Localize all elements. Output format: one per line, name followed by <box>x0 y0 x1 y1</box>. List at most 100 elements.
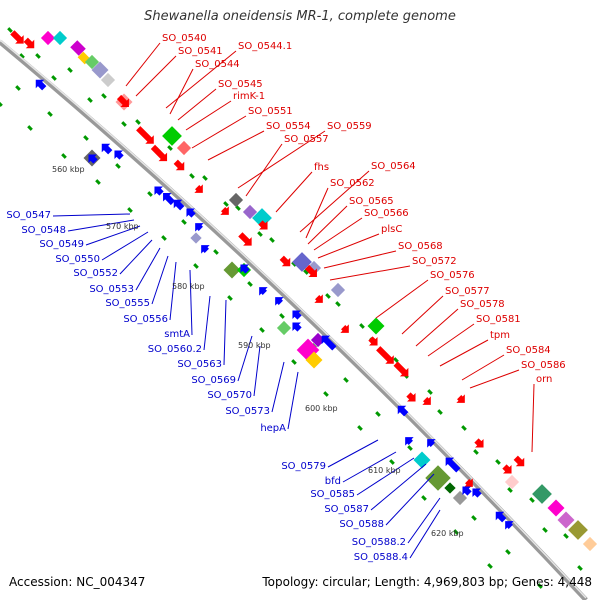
reverse-gene-arrow <box>154 186 164 196</box>
ruler-label: 560 kbp <box>52 165 85 174</box>
forward-gene-arrow <box>279 255 291 267</box>
topology-label: Topology: circular; Length: 4,969,803 bp… <box>262 575 592 589</box>
tick-mark <box>213 249 219 255</box>
reverse-gene-label: SO_0553 <box>89 284 134 295</box>
reverse-label-leader <box>407 497 441 544</box>
reverse-label-leader <box>203 295 211 351</box>
forward-gene-arrow <box>368 336 378 346</box>
forward-gene-arrow <box>238 232 252 246</box>
ruler-label: 600 kbp <box>305 404 338 413</box>
accession-label: Accession: NC_004347 <box>9 575 146 589</box>
reverse-gene-arrow <box>292 310 302 320</box>
forward-gene-arrow <box>406 392 416 402</box>
feature-block <box>413 451 431 469</box>
forward-gene-arrow <box>173 159 185 171</box>
forward-gene-arrow <box>258 220 268 230</box>
forward-label-leader <box>135 55 177 97</box>
tick-mark <box>127 207 133 213</box>
reverse-gene-label: SO_0588.4 <box>354 552 408 563</box>
reverse-label-leader <box>67 219 135 232</box>
genome-backbone-highlight <box>0 39 587 599</box>
tick-mark <box>87 97 93 103</box>
forward-gene-label: orn <box>536 374 552 385</box>
reverse-gene-arrow <box>505 521 514 530</box>
ruler-label: 590 kbp <box>238 341 271 350</box>
feature-block <box>40 30 56 46</box>
forward-label-leader <box>313 217 363 251</box>
forward-gene-label: SO_0544 <box>195 59 240 70</box>
tick-mark <box>61 153 67 159</box>
reverse-gene-label: SO_0552 <box>73 268 118 279</box>
forward-gene-arrow <box>304 264 317 277</box>
forward-gene-label: SO_0551 <box>248 106 293 117</box>
reverse-gene-arrow <box>275 297 284 306</box>
tick-mark <box>193 263 199 269</box>
forward-gene-arrow <box>340 324 349 333</box>
forward-gene-label: SO_0564 <box>371 161 416 172</box>
tick-mark <box>95 179 101 185</box>
reverse-gene-arrow <box>495 511 507 523</box>
genome-backbone <box>0 40 588 600</box>
tick-mark <box>181 219 187 225</box>
feature-block <box>242 204 258 220</box>
tick-mark <box>357 425 363 431</box>
forward-gene-arrow <box>116 94 129 107</box>
tick-mark <box>0 101 3 107</box>
forward-gene-label: SO_0559 <box>327 121 372 132</box>
tick-mark <box>407 445 413 451</box>
ruler-label: 570 kbp <box>106 222 139 231</box>
forward-gene-arrow <box>220 206 229 215</box>
reverse-gene-arrow <box>427 439 436 448</box>
ruler-labels-layer: 560 kbp 570 kbp 580 kbp 590 kbp 600 kbp 610 k… <box>52 165 464 538</box>
forward-label-leader <box>469 369 520 389</box>
forward-label-leader <box>305 187 329 239</box>
ruler-label: 610 kbp <box>368 466 401 475</box>
tick-mark <box>247 281 253 287</box>
reverse-gene-label: SO_0549 <box>39 239 84 250</box>
tick-mark <box>35 53 41 59</box>
feature-block <box>582 536 598 552</box>
reverse-gene-arrow <box>163 193 176 206</box>
reverse-gene-label: SO_0588 <box>339 519 384 530</box>
reverse-gene-label: SO_0585 <box>310 489 355 500</box>
feature-block <box>330 282 346 298</box>
tick-mark <box>189 173 195 179</box>
reverse-gene-arrow <box>445 457 461 473</box>
tick-mark <box>257 231 263 237</box>
forward-gene-label: SO_0544.1 <box>238 41 292 52</box>
forward-label-leader <box>307 205 348 245</box>
forward-gene-label: SO_0578 <box>460 299 505 310</box>
tick-mark <box>161 235 167 241</box>
feature-block <box>367 317 385 335</box>
ruler-label: 580 kbp <box>172 282 205 291</box>
reverse-gene-label: SO_0569 <box>191 375 236 386</box>
forward-label-leader <box>375 279 429 319</box>
tick-mark <box>359 323 365 329</box>
forward-label-leader <box>169 68 194 115</box>
reverse-label-leader <box>370 463 427 511</box>
tick-mark <box>291 261 297 267</box>
label-leaders-layer <box>52 42 535 559</box>
forward-gene-label: SO_0581 <box>476 314 521 325</box>
reverse-gene-arrow <box>101 143 113 155</box>
reverse-label-leader <box>169 261 177 321</box>
tick-mark <box>202 175 208 181</box>
forward-gene-label: SO_0576 <box>430 270 475 281</box>
forward-gene-label: SO_0566 <box>364 208 409 219</box>
forward-gene-label: SO_0541 <box>178 46 223 57</box>
reverse-gene-arrow <box>259 287 268 296</box>
tick-mark <box>27 125 33 131</box>
reverse-label-leader <box>119 239 153 275</box>
feature-blocks-layer <box>40 30 598 552</box>
reverse-gene-arrow <box>186 208 196 218</box>
reverse-gene-arrow <box>462 486 472 496</box>
reverse-label-leader <box>101 231 149 261</box>
forward-label-leader <box>439 339 489 367</box>
forward-gene-arrow <box>314 294 323 303</box>
feature-block <box>425 465 451 491</box>
reverse-label-leader <box>237 335 253 382</box>
tick-mark <box>505 549 511 555</box>
